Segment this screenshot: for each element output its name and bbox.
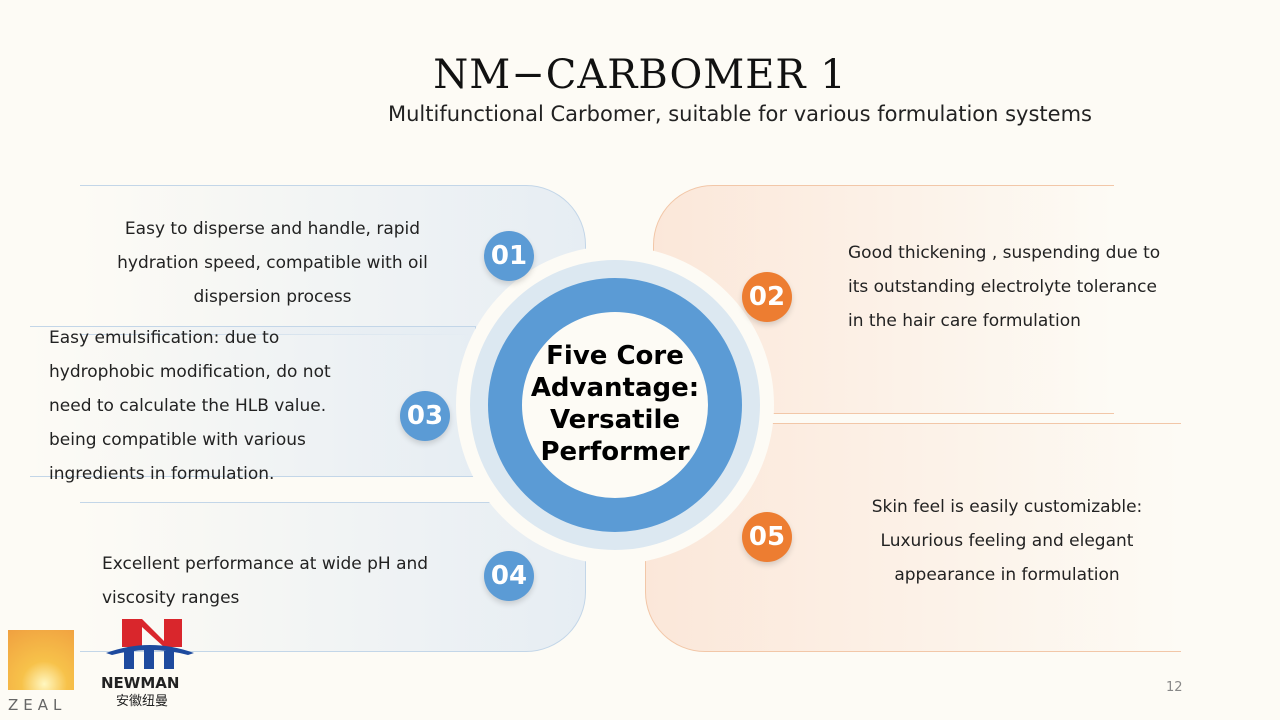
newman-logo-cn: 安徽纽曼 bbox=[116, 694, 169, 709]
slide-subtitle: Multifunctional Carbomer, suitable for v… bbox=[388, 102, 1092, 126]
advantage-text-02: Good thickening , suspending due to its … bbox=[848, 243, 1161, 331]
page-number: 12 bbox=[1166, 680, 1183, 695]
advantage-card-03 bbox=[30, 326, 476, 477]
badge-03: 03 bbox=[400, 391, 450, 441]
center-title: Five Core Advantage: Versatile Performer bbox=[530, 341, 700, 467]
advantage-text-04: Excellent performance at wide pH and vis… bbox=[102, 554, 429, 608]
zeal-logo-icon bbox=[8, 630, 74, 690]
badge-04: 04 bbox=[484, 551, 534, 601]
newman-logo-icon bbox=[104, 617, 196, 672]
slide-title: NM−CARBOMER 1 bbox=[433, 52, 847, 98]
advantage-text-03: Easy emulsification: due to hydrophobic … bbox=[49, 328, 331, 484]
badge-05: 05 bbox=[742, 512, 792, 562]
zeal-logo-text: ZEAL bbox=[8, 696, 67, 714]
advantage-text-01: Easy to disperse and handle, rapid hydra… bbox=[117, 219, 428, 307]
newman-logo-text: NEWMAN bbox=[101, 674, 180, 692]
badge-02: 02 bbox=[742, 272, 792, 322]
center-ring-inner bbox=[522, 312, 708, 498]
advantage-text-05: Skin feel is easily customizable: Luxuri… bbox=[871, 497, 1143, 585]
badge-01: 01 bbox=[484, 231, 534, 281]
